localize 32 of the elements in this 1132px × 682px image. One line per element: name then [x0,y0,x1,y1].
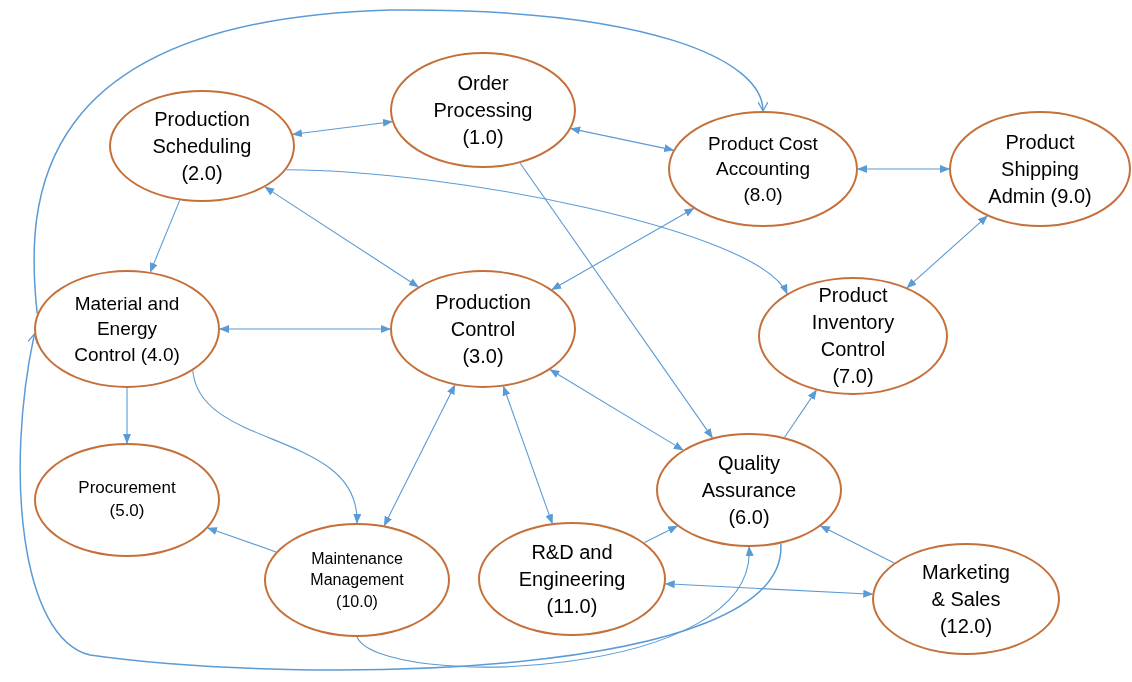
arrow [264,186,419,288]
process-label: Product Cost Accounting (8.0) [708,131,818,207]
arrow [906,215,988,289]
arrow [820,525,895,564]
process-label: Marketing & Sales (12.0) [921,559,1011,639]
arrow [19,333,782,671]
process-label: Procurement (5.0) [77,477,177,522]
arrow [519,162,713,439]
process-label: Material and Energy Control (4.0) [73,291,181,367]
arrow [292,118,393,138]
arrow [664,580,874,598]
arrow [502,385,553,525]
process-label: Maintenance Management (10.0) [309,548,405,612]
arrow [857,165,950,173]
process-label: Production Scheduling (2.0) [151,106,253,186]
arrow [219,325,391,333]
process-label: Production Control (3.0) [434,289,532,369]
process-label: Quality Assurance (6.0) [700,450,798,530]
process-label: Product Shipping Admin (9.0) [987,129,1093,209]
process-label: Product Inventory Control (7.0) [810,283,896,389]
arrow [149,199,181,273]
process-label: Order Processing (1.0) [432,70,534,150]
arrow [643,525,678,544]
arrow [549,369,684,451]
arrow [206,527,277,553]
arrow [784,389,817,438]
arrow [285,169,788,295]
arrow [123,387,131,444]
arrow [192,370,360,524]
process-label: R&D and Engineering (11.0) [517,539,627,619]
arrow [551,208,695,291]
arrow [356,546,752,668]
